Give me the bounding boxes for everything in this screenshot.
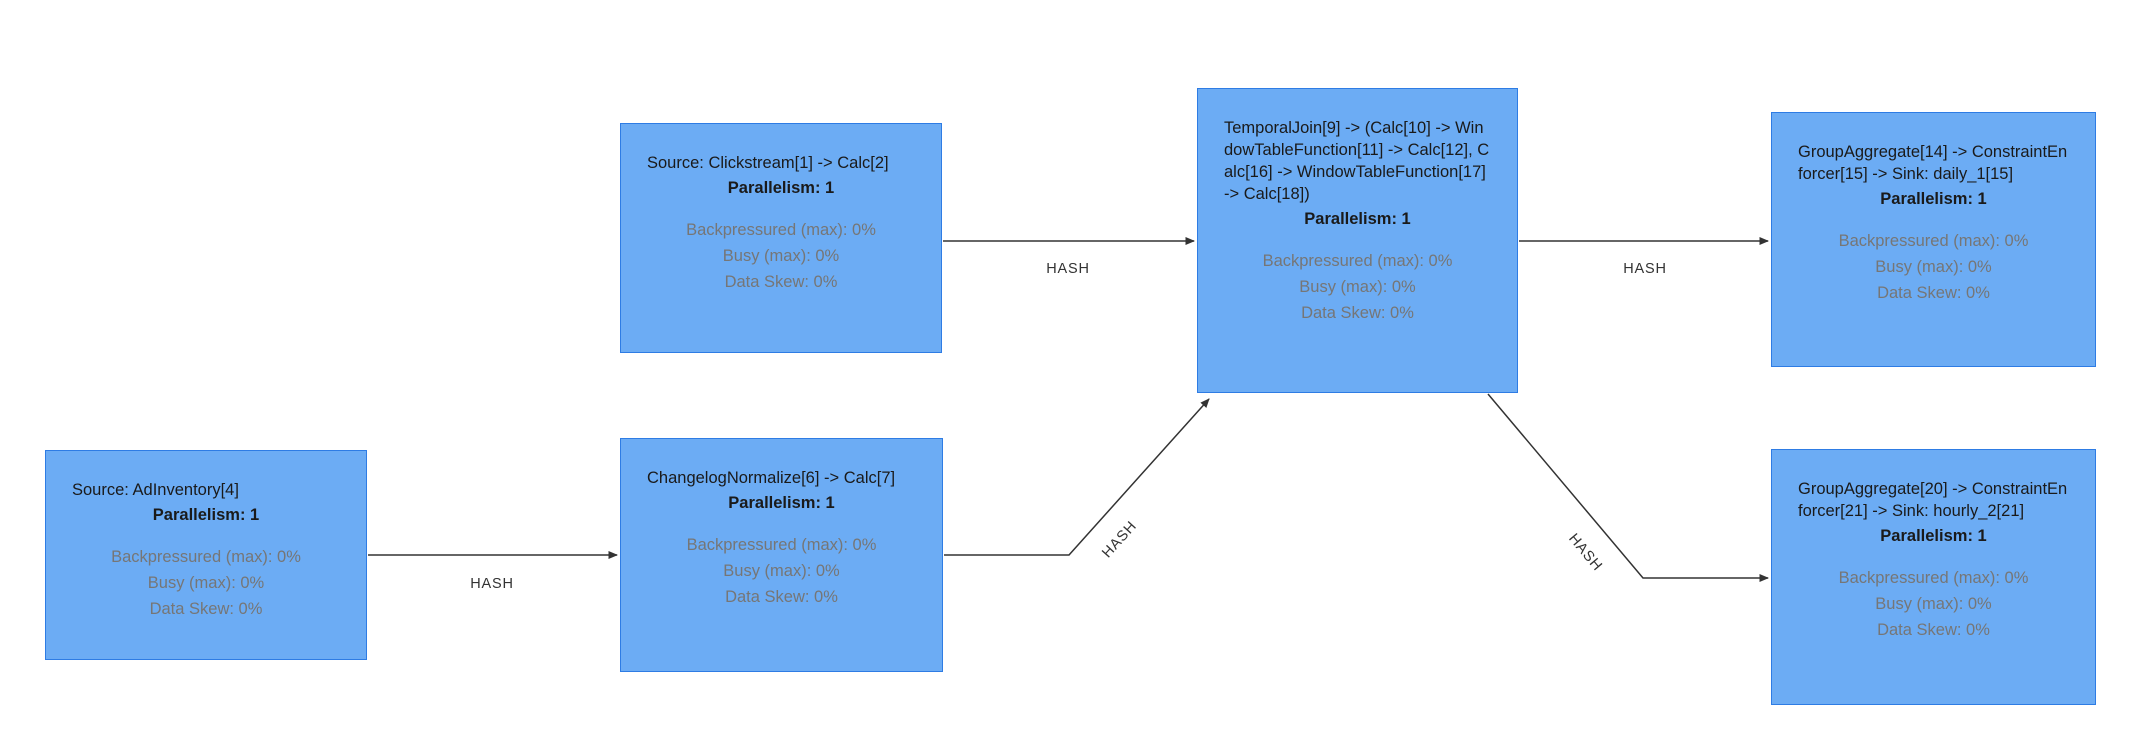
node-metrics: Backpressured (max): 0% Busy (max): 0% D… xyxy=(1224,248,1491,326)
metric-busy: Busy (max): 0% xyxy=(1875,595,1992,613)
node-groupaggregate-daily[interactable]: GroupAggregate[14] -> ConstraintEnforcer… xyxy=(1771,112,2096,367)
edge-temporaljoin-to-groupaggregate-hourly xyxy=(1487,393,1769,582)
node-source-clickstream[interactable]: Source: Clickstream[1] -> Calc[2] Parall… xyxy=(620,123,942,353)
metric-data-skew: Data Skew: 0% xyxy=(1877,621,1990,639)
node-metrics: Backpressured (max): 0% Busy (max): 0% D… xyxy=(72,544,340,622)
edge-label-hash: HASH xyxy=(1046,261,1090,277)
node-title: GroupAggregate[14] -> ConstraintEnforcer… xyxy=(1798,143,2068,183)
node-metrics: Backpressured (max): 0% Busy (max): 0% D… xyxy=(1798,228,2069,306)
metric-busy: Busy (max): 0% xyxy=(722,247,840,265)
metric-busy: Busy (max): 0% xyxy=(1875,258,1992,276)
node-parallelism: Parallelism: 1 xyxy=(1880,527,1987,545)
edge-label-hash: HASH xyxy=(1099,518,1140,561)
node-parallelism: Parallelism: 1 xyxy=(1880,190,1987,208)
node-title: Source: Clickstream[1] -> Calc[2] xyxy=(647,154,889,172)
node-temporal-join[interactable]: TemporalJoin[9] -> (Calc[10] -> WindowTa… xyxy=(1197,88,1518,393)
metric-backpressured: Backpressured (max): 0% xyxy=(111,548,301,566)
node-parallelism: Parallelism: 1 xyxy=(727,179,835,197)
node-metrics: Backpressured (max): 0% Busy (max): 0% D… xyxy=(1798,565,2069,643)
metric-busy: Busy (max): 0% xyxy=(723,562,840,580)
metric-data-skew: Data Skew: 0% xyxy=(1877,284,1990,302)
node-source-adinventory[interactable]: Source: AdInventory[4] Parallelism: 1 Ba… xyxy=(45,450,367,660)
node-title: TemporalJoin[9] -> (Calc[10] -> WindowTa… xyxy=(1224,119,1490,203)
node-parallelism: Parallelism: 1 xyxy=(728,494,835,512)
edge-label-hash: HASH xyxy=(1623,261,1667,277)
metric-data-skew: Data Skew: 0% xyxy=(725,588,838,606)
metric-backpressured: Backpressured (max): 0% xyxy=(1838,232,2029,250)
node-metrics: Backpressured (max): 0% Busy (max): 0% D… xyxy=(647,532,916,610)
node-metrics: Backpressured (max): 0% Busy (max): 0% D… xyxy=(647,217,915,295)
node-groupaggregate-hourly[interactable]: GroupAggregate[20] -> ConstraintEnforcer… xyxy=(1771,449,2096,705)
edge-label-hash: HASH xyxy=(470,576,514,592)
metric-data-skew: Data Skew: 0% xyxy=(724,273,838,291)
metric-busy: Busy (max): 0% xyxy=(1299,278,1416,296)
metric-backpressured: Backpressured (max): 0% xyxy=(686,536,877,554)
metric-backpressured: Backpressured (max): 0% xyxy=(686,221,876,239)
node-title: ChangelogNormalize[6] -> Calc[7] xyxy=(647,469,896,487)
node-changelog-normalize[interactable]: ChangelogNormalize[6] -> Calc[7] Paralle… xyxy=(620,438,943,672)
metric-busy: Busy (max): 0% xyxy=(147,574,265,592)
edge-changelognormalize-to-temporaljoin xyxy=(944,398,1210,556)
metric-data-skew: Data Skew: 0% xyxy=(149,600,263,618)
metric-data-skew: Data Skew: 0% xyxy=(1301,304,1414,322)
node-parallelism: Parallelism: 1 xyxy=(1304,210,1411,228)
node-parallelism: Parallelism: 1 xyxy=(152,506,260,524)
metric-backpressured: Backpressured (max): 0% xyxy=(1838,569,2029,587)
node-title: Source: AdInventory[4] xyxy=(72,481,239,499)
metric-backpressured: Backpressured (max): 0% xyxy=(1262,252,1453,270)
node-title: GroupAggregate[20] -> ConstraintEnforcer… xyxy=(1798,480,2068,520)
edge-label-hash: HASH xyxy=(1565,531,1605,575)
